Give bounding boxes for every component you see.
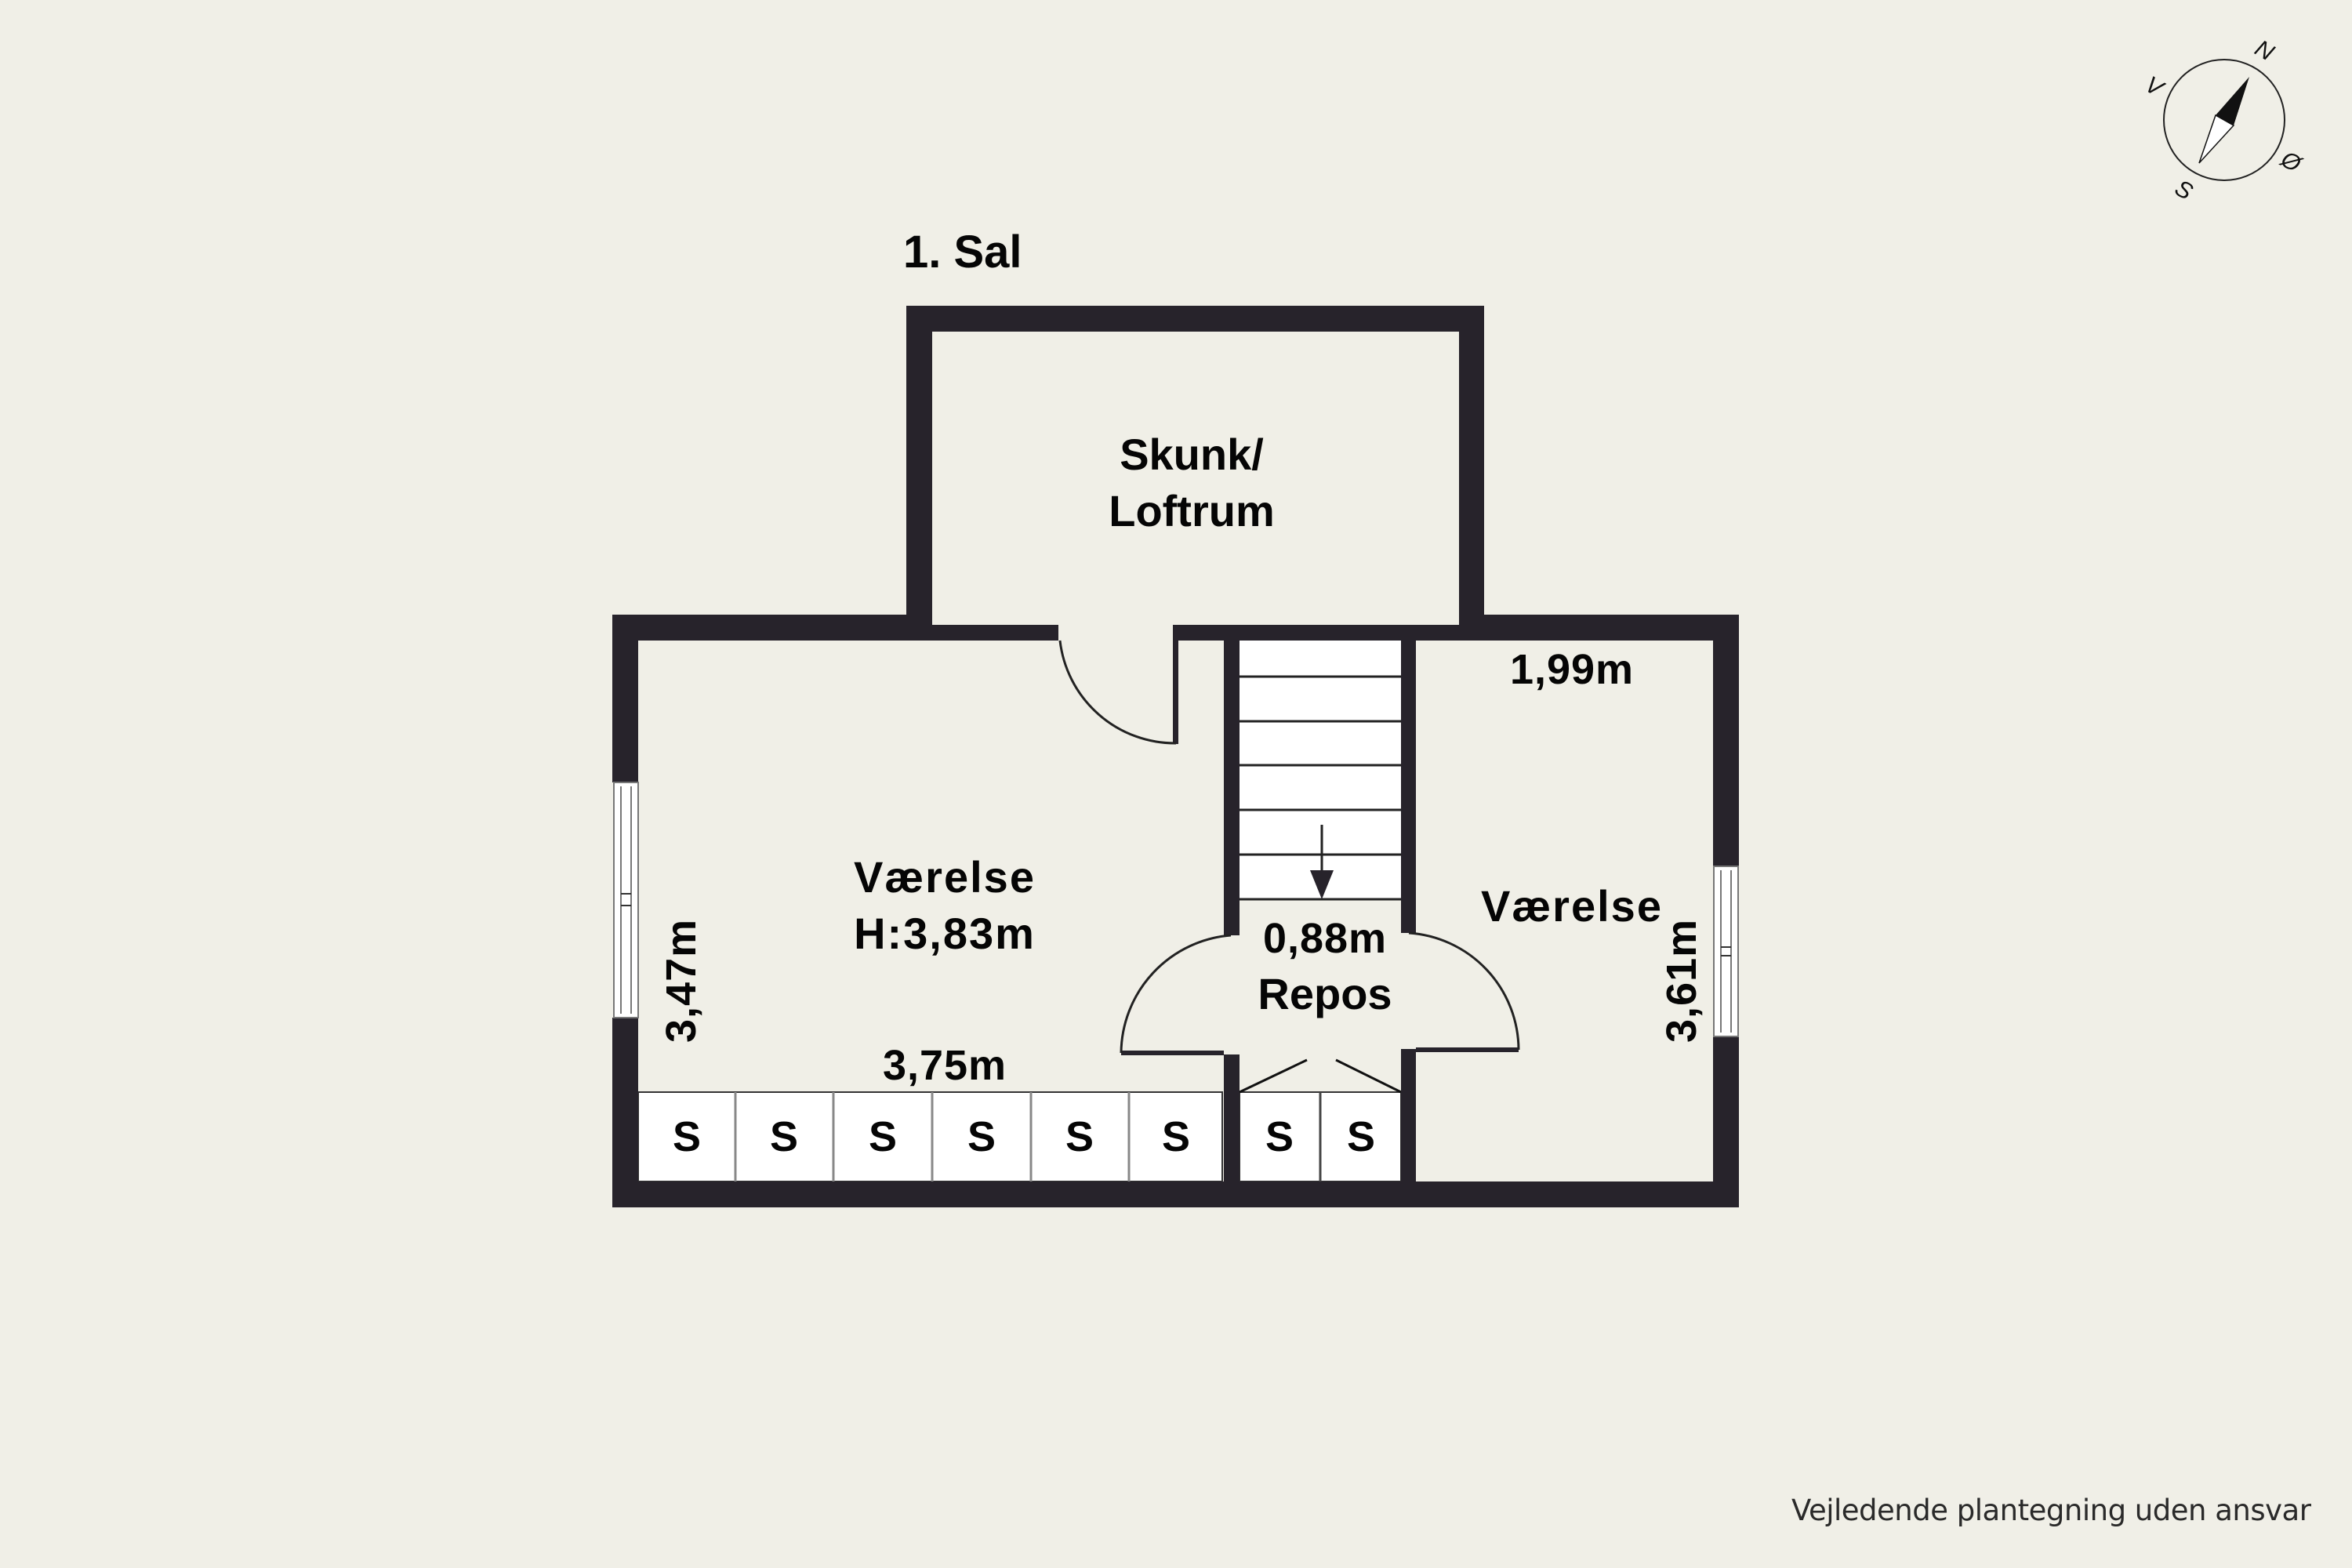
- dimension-landing-width: 0,88m: [1262, 915, 1388, 962]
- dimension-left-room-width: 3,75m: [882, 1042, 1007, 1089]
- room-height-left-bedroom: H:3,83m: [854, 909, 1036, 958]
- dimension-right-room-width: 1,99m: [1509, 646, 1635, 693]
- staircase: [1240, 641, 1401, 901]
- storage-unit-label: S: [672, 1113, 702, 1160]
- disclaimer-footer: Vejledende plantegning uden ansvar: [1791, 1494, 2311, 1527]
- compass-graphic: [2163, 59, 2285, 181]
- room-label-right-bedroom: Værelse: [1481, 881, 1663, 931]
- floor-title: 1. Sal: [903, 227, 1022, 278]
- room-label-landing: Repos: [1258, 969, 1392, 1018]
- storage-unit-label: S: [1065, 1113, 1094, 1160]
- walls: [612, 306, 1739, 1207]
- dimension-right-room-depth: 3,61m: [1658, 918, 1705, 1043]
- room-label-storage-attic-line2: Loftrum: [1109, 486, 1275, 535]
- storage-unit-label: S: [769, 1113, 799, 1160]
- windows: [613, 782, 1739, 1037]
- storage-unit-label: S: [1265, 1113, 1294, 1160]
- storage-unit-label: S: [1346, 1113, 1376, 1160]
- storage-unit-label: S: [868, 1113, 898, 1160]
- storage-unit-label: S: [967, 1113, 996, 1160]
- dimension-left-room-depth: 3,47m: [658, 918, 705, 1043]
- doors: [1058, 640, 1520, 1055]
- storage-unit-label: S: [1161, 1113, 1191, 1160]
- room-label-storage-attic-line1: Skunk/: [1120, 430, 1264, 479]
- room-label-left-bedroom: Værelse: [854, 852, 1036, 902]
